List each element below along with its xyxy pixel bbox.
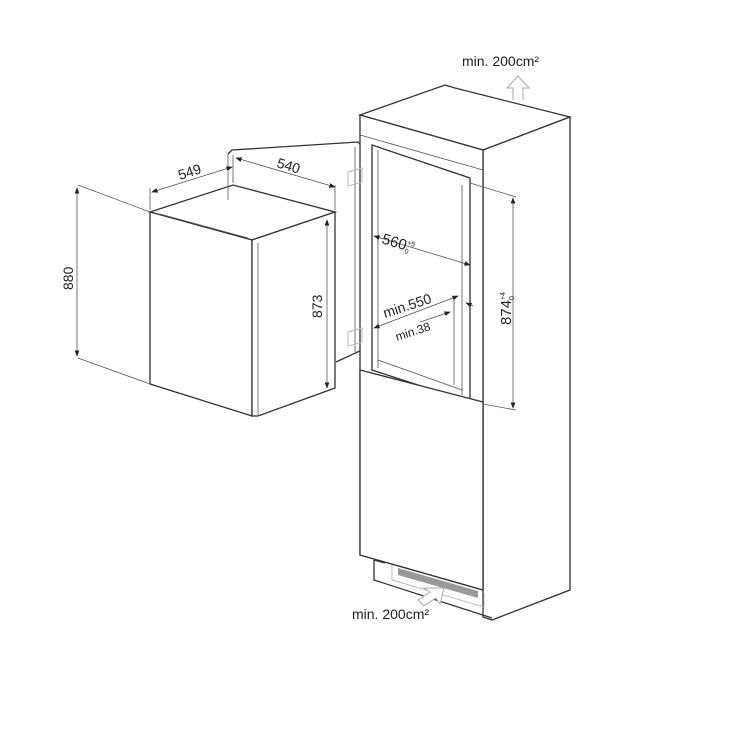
niche-width-label: 560+50: [380, 231, 417, 258]
appliance-body-height-label: 873: [309, 294, 325, 318]
appliance-depth-label: 549: [176, 160, 203, 183]
hinges: [347, 167, 363, 347]
appliance-drawing: [74, 141, 363, 417]
appliance-front: [149, 211, 253, 417]
bottom-vent-arrow-icon: [417, 587, 445, 607]
bottom-ventilation-label: min. 200cm²: [352, 606, 429, 622]
appliance-width-label: 540: [275, 155, 302, 177]
plinth-vent: [398, 568, 478, 598]
cabinet-drawing: [347, 75, 573, 621]
appliance-side: [251, 211, 336, 417]
top-ventilation-label: min. 200cm²: [462, 53, 539, 69]
appliance-total-height-label: 880: [60, 266, 76, 290]
lower-door: [359, 369, 484, 591]
cabinet-side: [482, 116, 571, 621]
top-vent-arrow-icon: [505, 75, 531, 100]
